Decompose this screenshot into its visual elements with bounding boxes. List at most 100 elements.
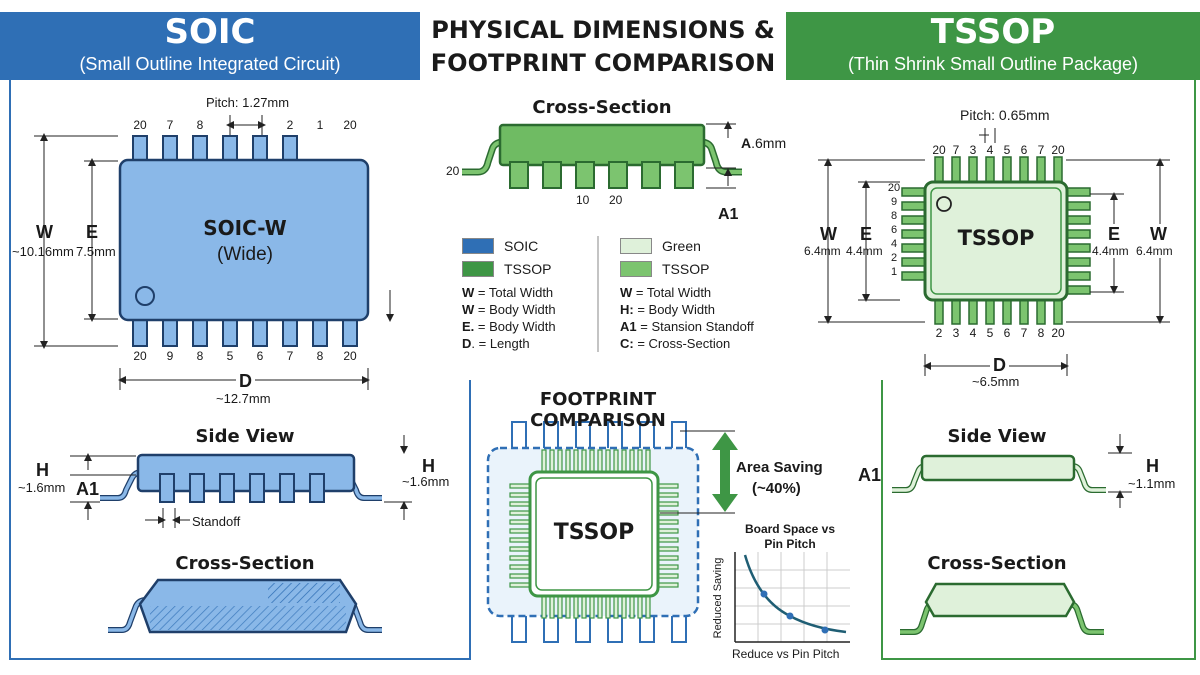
- soic-w-label: W: [36, 222, 53, 242]
- center-cross-section: [462, 121, 742, 189]
- tssop-bottom-pin-number: 6: [1003, 326, 1011, 340]
- definition-text: . = Length: [471, 336, 530, 351]
- tssop-pin: [1064, 285, 1091, 295]
- tssop-pin: [1002, 156, 1012, 185]
- soic-pin: [162, 317, 178, 347]
- area-saving-label: Area Saving: [736, 459, 823, 476]
- tssop-bottom-pin-number: 20: [1051, 326, 1065, 340]
- center-leg: [608, 161, 628, 189]
- tssop-footprint-pin: [581, 593, 587, 619]
- center-leg: [575, 161, 595, 189]
- tssop-footprint-pin: [605, 593, 611, 619]
- tssop-left-pin-number: 1: [890, 266, 898, 278]
- legend-swatch-tssop-2: [620, 260, 652, 277]
- tssop-chip-body: [923, 180, 1069, 302]
- definition-text: = Cross-Section: [633, 336, 731, 351]
- soic-h-label: H: [36, 460, 49, 480]
- tssop-footprint-pin: [621, 449, 627, 475]
- left-definition: E. = Body Width: [462, 318, 556, 335]
- tssop-left-pin-number: 8: [890, 210, 898, 222]
- tssop-pin: [934, 297, 944, 325]
- tssop-pin: [1036, 156, 1046, 185]
- soic-cross-section: [108, 578, 382, 634]
- center-a1-label: A1: [718, 206, 739, 223]
- soic-top-pin-number: 20: [343, 118, 357, 132]
- tssop-footprint-pin: [549, 449, 555, 475]
- tssop-footprint-pin: [573, 449, 579, 475]
- tssop-footprint-pin: [613, 593, 619, 619]
- definition-key: D: [462, 336, 472, 351]
- tssop-pin: [1019, 156, 1029, 185]
- center-pin-20: 20: [446, 164, 460, 178]
- tssop-pin: [968, 297, 978, 325]
- soic-d-label: D: [236, 371, 255, 392]
- tssop-left-pin-number: 4: [890, 238, 898, 250]
- definition-key: A1: [620, 319, 637, 334]
- soic-bottom-pin-number: 6: [256, 349, 264, 363]
- soic-bottom-pin-number: 20: [133, 349, 147, 363]
- soic-top-pin-number: 1: [316, 118, 324, 132]
- tssop-top-pin-number: 20: [1051, 143, 1065, 157]
- soic-chip-sublabel: (Wide): [217, 244, 273, 265]
- tssop-pin: [901, 257, 928, 267]
- tssop-subtitle: (Thin Shrink Small Outline Package): [847, 54, 1139, 74]
- definition-key: W: [620, 285, 633, 300]
- soic-bottom-pin-number: 5: [226, 349, 234, 363]
- soic-standoff-label: Standoff: [192, 514, 241, 529]
- mini-chart: [734, 552, 850, 643]
- tssop-h-value: ~1.1mm: [1128, 476, 1176, 491]
- tssop-footprint-pin: [629, 449, 635, 475]
- center-leg: [641, 161, 661, 189]
- soic-side-leg: [249, 473, 265, 503]
- soic-h-right-label: H: [422, 456, 435, 476]
- center-leg: [509, 161, 529, 189]
- tssop-d-label: D: [990, 355, 1009, 376]
- tssop-left-pin-number: 20: [887, 182, 901, 194]
- soic-cross-section-title: Cross-Section: [175, 553, 315, 574]
- soic-side-leg: [279, 473, 295, 503]
- soic-h-right-value: ~1.6mm: [402, 474, 450, 489]
- soic-pin: [222, 135, 238, 163]
- tssop-e-right-label: E: [1108, 224, 1121, 245]
- tssop-bottom-pin-number: 4: [969, 326, 977, 340]
- mini-chart-ylabel: Reduced Saving: [712, 557, 724, 639]
- soic-pin: [282, 317, 298, 347]
- pin1-marker: [135, 286, 155, 306]
- tssop-d-value: ~6.5mm: [972, 374, 1020, 389]
- tssop-banner: TSSOP (Thin Shrink Small Outline Package…: [786, 12, 1200, 80]
- soic-footprint-pin: [671, 613, 687, 643]
- tssop-footprint-pin: [597, 593, 603, 619]
- soic-pin: [282, 135, 298, 163]
- mini-chart-curve: [743, 554, 847, 634]
- tssop-pin: [1064, 215, 1091, 225]
- center-pin-20b: 20: [609, 193, 623, 207]
- tssop-pin: [1053, 297, 1063, 325]
- tssop-pin: [1064, 257, 1091, 267]
- tssop-pin: [1064, 229, 1091, 239]
- tssop-footprint-pin: [597, 449, 603, 475]
- soic-pin: [342, 317, 358, 347]
- tssop-pin: [1064, 201, 1091, 211]
- tssop-footprint-pin: [565, 593, 571, 619]
- mini-chart-xlabel: Reduce vs Pin Pitch: [732, 647, 840, 661]
- soic-pin: [252, 135, 268, 163]
- soic-w-value: ~10.16mm: [12, 244, 74, 259]
- tssop-pin: [901, 243, 928, 253]
- soic-footprint-pin: [511, 613, 527, 643]
- center-pin-10: 10: [576, 193, 590, 207]
- area-saving-arrow: [712, 432, 738, 512]
- tssop-pin: [1002, 297, 1012, 325]
- footprint-diagram: [486, 421, 738, 643]
- page-title-line2: FOOTPRINT COMPARISON: [430, 49, 776, 77]
- tssop-footprint-pin: [557, 593, 563, 619]
- tssop-footprint-pin: [645, 593, 651, 619]
- center-leg: [542, 161, 562, 189]
- tssop-footprint-pin: [637, 593, 643, 619]
- tssop-pin: [1019, 297, 1029, 325]
- left-definition: W = Body Width: [462, 301, 556, 318]
- tssop-e-left-value: 4.4mm: [846, 244, 883, 258]
- soic-top-pin-number: 20: [133, 118, 147, 132]
